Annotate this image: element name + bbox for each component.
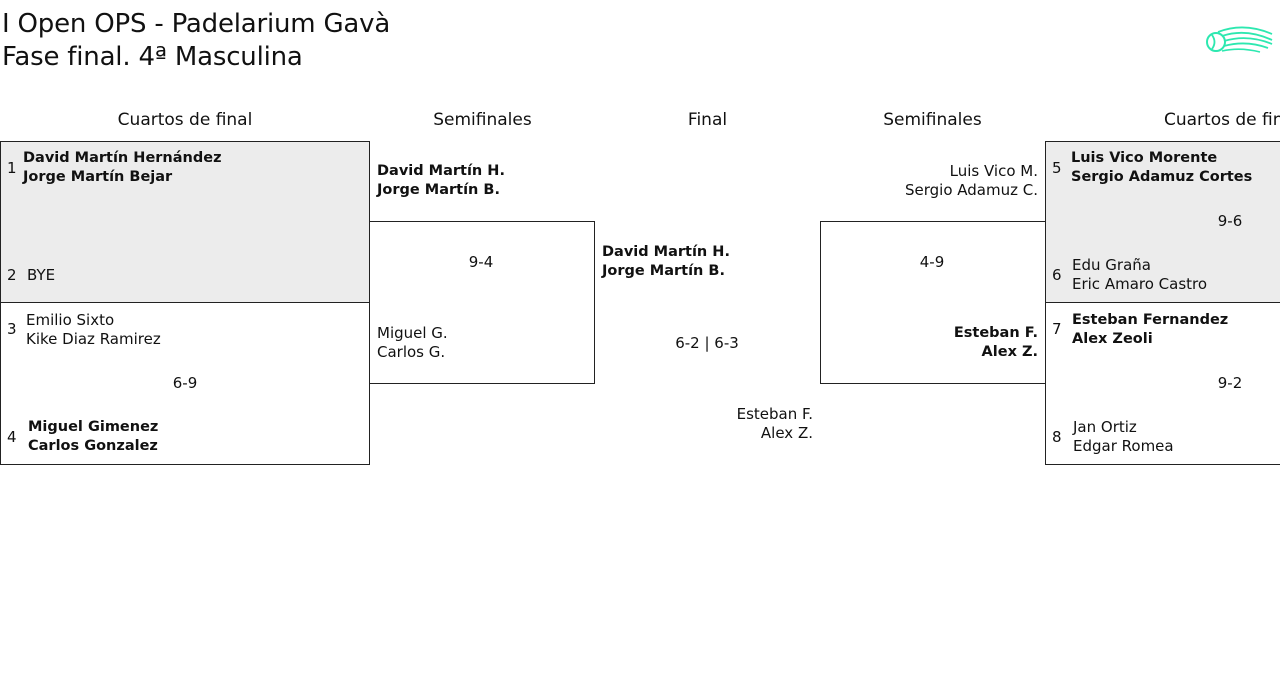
seed-number: 8	[1052, 428, 1062, 446]
player-name: Alex Z.	[981, 344, 1038, 360]
player-name: David Martín Hernández	[23, 150, 222, 166]
player-name: Kike Diaz Ramirez	[26, 330, 161, 348]
player-name: Jan Ortiz	[1073, 418, 1137, 436]
match-score: 9-6	[1217, 212, 1243, 230]
player-name: Esteban F.	[953, 325, 1038, 341]
player-name: Jorge Martín B.	[377, 182, 500, 198]
column-header-quarters-right: Cuartos de final	[1164, 110, 1280, 130]
player-name: Alex Z.	[760, 424, 813, 442]
player-name: Miguel Gimenez	[28, 419, 159, 435]
player-name: Sergio Adamuz C.	[904, 181, 1038, 199]
player-name: Eric Amaro Castro	[1072, 275, 1208, 293]
match-score: 4-9	[919, 253, 945, 271]
semifinal-match-left	[369, 221, 595, 384]
player-name: David Martín H.	[377, 163, 505, 179]
player-name: Jorge Martín Bejar	[23, 169, 173, 185]
player-name: Jorge Martín B.	[602, 263, 725, 279]
match-score: 6-9	[172, 374, 198, 392]
player-name: Sergio Adamuz Cortes	[1071, 169, 1253, 185]
player-name: Luis Vico Morente	[1071, 150, 1218, 166]
padel-ball-logo-icon	[1206, 26, 1273, 53]
player-name: David Martín H.	[602, 244, 730, 260]
player-name: Luis Vico M.	[949, 162, 1038, 180]
seed-number: 6	[1052, 266, 1062, 284]
player-name: Esteban F.	[736, 405, 813, 423]
column-header-final: Final	[687, 110, 728, 130]
seed-number: 3	[7, 320, 17, 338]
player-name: Carlos G.	[377, 343, 446, 361]
right-quarterfinals: 5 Luis Vico Morente Sergio Adamuz Cortes…	[1045, 141, 1280, 465]
seed-number: 7	[1052, 320, 1062, 338]
match-score: 9-4	[468, 253, 494, 271]
quarterfinal-match-4	[1045, 302, 1280, 465]
seed-number: 2	[7, 266, 17, 284]
player-name: Miguel G.	[377, 324, 448, 342]
page-title: I Open OPS - Padelarium Gavà	[2, 9, 391, 39]
player-name: BYE	[27, 266, 56, 284]
seed-number: 4	[7, 428, 17, 446]
final-score: 6-2 | 6-3	[675, 334, 739, 352]
column-header-quarters-left: Cuartos de final	[117, 110, 253, 130]
player-name: Carlos Gonzalez	[28, 438, 158, 454]
page-subtitle: Fase final. 4ª Masculina	[2, 42, 303, 72]
player-name: Esteban Fernandez	[1072, 312, 1229, 328]
player-name: Emilio Sixto	[26, 311, 115, 329]
column-header-semis-right: Semifinales	[883, 110, 982, 130]
match-score: 9-2	[1217, 374, 1243, 392]
column-header-semis-left: Semifinales	[433, 110, 532, 130]
quarterfinal-match-3	[1045, 141, 1280, 303]
player-name: Alex Zeoli	[1072, 331, 1153, 347]
seed-number: 1	[7, 159, 17, 177]
seed-number: 5	[1052, 159, 1062, 177]
player-name: Edgar Romea	[1073, 437, 1174, 455]
player-name: Edu Graña	[1072, 256, 1151, 274]
